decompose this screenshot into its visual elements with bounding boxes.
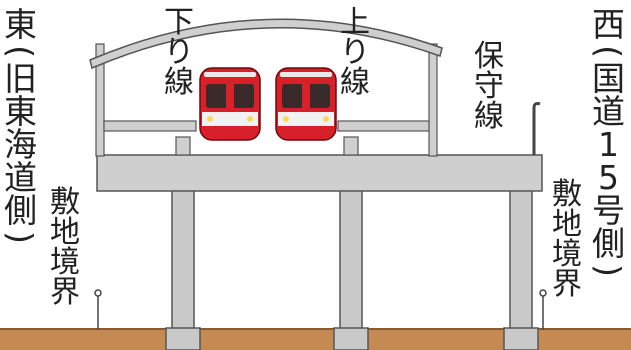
pier-left: [165, 189, 201, 350]
beam-left: [103, 120, 197, 132]
canopy-post-left: [95, 43, 105, 157]
canopy-roof: [89, 18, 443, 70]
label-boundary-left: 敷地境界: [50, 185, 80, 310]
train-up-line: [275, 67, 337, 141]
pier-center: [333, 189, 369, 350]
ground: [0, 329, 631, 350]
track-support-right: [343, 136, 359, 156]
viaduct-deck: [96, 154, 543, 192]
maintenance-pole: [532, 102, 541, 155]
beam-right: [337, 120, 430, 132]
label-maintenance-line: 保守線: [474, 39, 504, 134]
pier-right: [503, 189, 539, 350]
train-down-line: [199, 67, 261, 141]
label-east: 東(旧東海道側): [1, 5, 40, 244]
boundary-marker-right: [539, 289, 547, 330]
label-up-line: 上り線: [340, 5, 370, 100]
track-support-left: [175, 136, 191, 156]
canopy-post-right: [428, 43, 438, 157]
boundary-marker-left: [94, 289, 102, 330]
label-down-line: 下り線: [164, 5, 194, 100]
label-boundary-right: 敷地境界: [552, 177, 582, 302]
